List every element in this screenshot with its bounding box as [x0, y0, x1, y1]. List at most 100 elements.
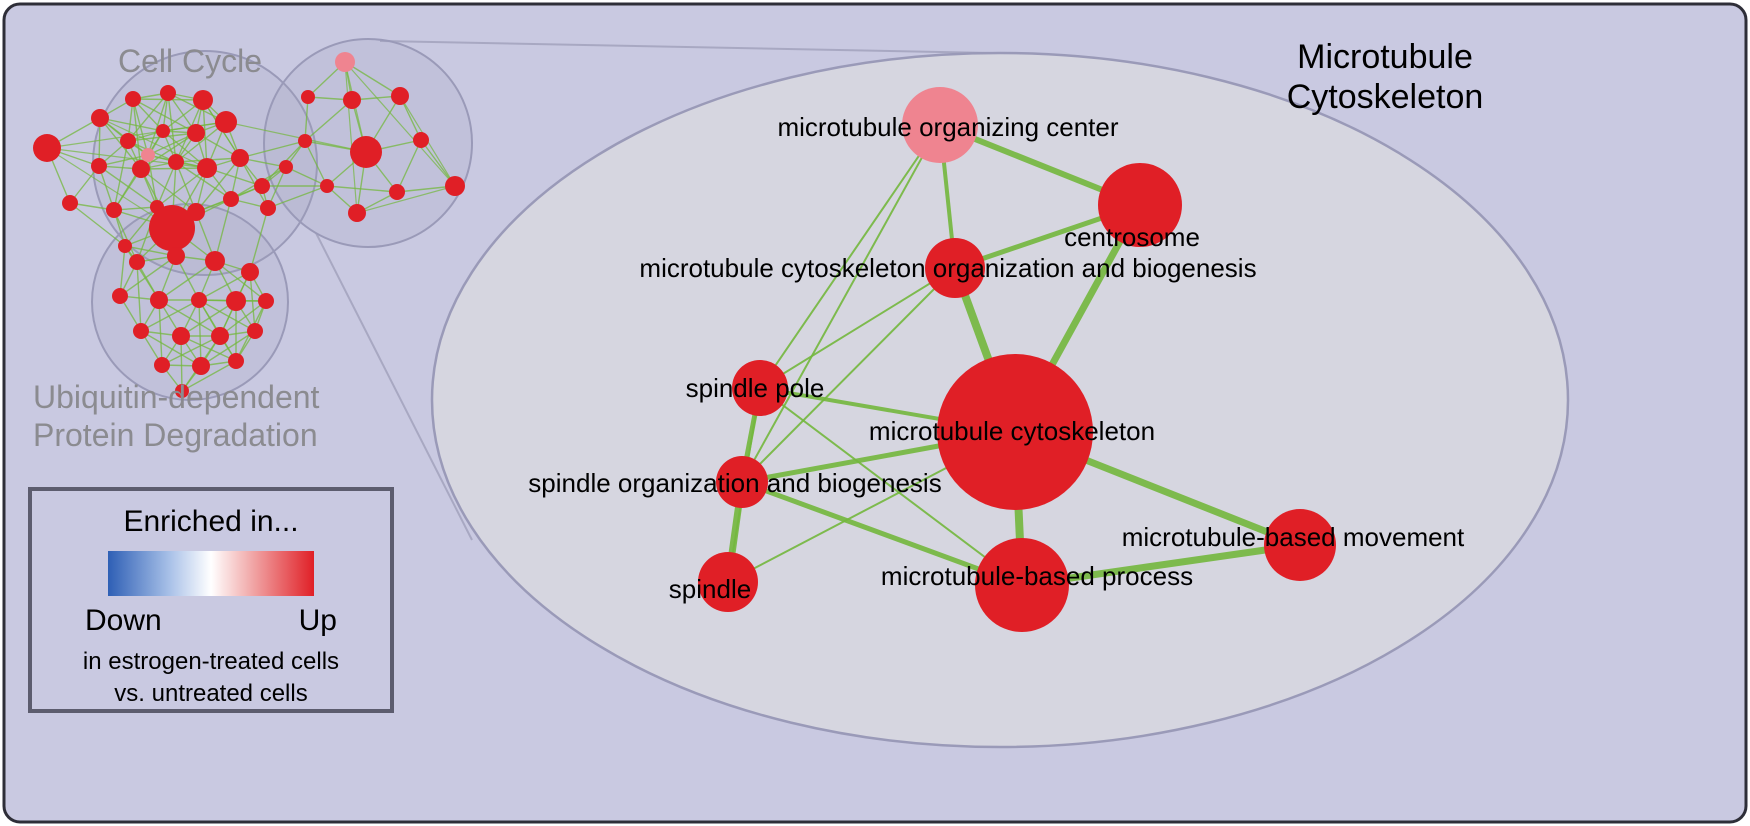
small-node	[211, 327, 229, 345]
edge-sob-mbp	[741, 479, 1023, 588]
legend-gradient-bar	[108, 551, 314, 596]
small-node	[223, 191, 239, 207]
small-node	[193, 90, 213, 110]
legend-subtitle-line2: vs. untreated cells	[114, 680, 308, 708]
small-edge	[136, 261, 142, 332]
cluster-title-microtubule-line1: Microtubule	[1297, 38, 1473, 76]
small-node	[33, 134, 61, 162]
small-edge	[344, 61, 456, 187]
node-label-sob: spindle organization and biogenesis	[528, 468, 941, 498]
node-spn	[698, 552, 758, 612]
static-labels: Cell Cycle Ubiquitin-dependent Protein D…	[33, 38, 1483, 453]
small-node	[168, 154, 184, 170]
small-map-nodes	[33, 52, 465, 398]
small-node	[149, 205, 195, 251]
small-node	[389, 184, 405, 200]
small-edge	[113, 140, 129, 211]
small-node	[260, 200, 276, 216]
small-node	[298, 134, 312, 148]
node-mc	[937, 354, 1093, 510]
small-node	[112, 288, 128, 304]
small-node	[150, 291, 168, 309]
small-node	[197, 158, 217, 178]
small-edge	[99, 117, 208, 169]
small-node	[175, 384, 189, 398]
node-moc	[902, 87, 978, 163]
small-node	[132, 160, 150, 178]
zoom-cone	[315, 40, 1041, 541]
node-label-mc: microtubule cytoskeleton	[869, 416, 1155, 446]
small-edge	[156, 161, 177, 208]
cluster-title-microtubule-line2: Cytoskeleton	[1287, 78, 1484, 116]
small-node	[247, 323, 263, 339]
small-edge	[147, 154, 158, 208]
small-edge	[119, 255, 177, 297]
node-label-spn: spindle	[669, 574, 751, 604]
cluster-label-cell-cycle: Cell Cycle	[118, 43, 262, 79]
edge-moc-sp	[759, 124, 941, 389]
legend-box: Enriched in... Down Up in estrogen-treat…	[28, 487, 394, 713]
zoom-cone-line	[379, 40, 1041, 55]
small-node	[335, 52, 355, 72]
small-node	[133, 323, 149, 339]
main-network-labels: microtubule organizing centercentrosomem…	[528, 112, 1465, 604]
small-node	[91, 109, 109, 127]
small-node	[125, 91, 141, 107]
node-label-cen: centrosome	[1064, 222, 1200, 252]
small-edge	[202, 99, 208, 169]
small-node	[141, 148, 155, 162]
legend-up-label: Up	[298, 604, 337, 637]
small-node	[231, 149, 249, 167]
small-edge	[239, 157, 269, 209]
small-edge	[140, 132, 197, 170]
small-edge	[113, 209, 138, 263]
small-edge	[344, 61, 358, 214]
node-cen	[1098, 163, 1182, 247]
node-sob	[716, 456, 768, 508]
small-edge	[195, 157, 241, 213]
small-edge	[285, 166, 328, 187]
small-node	[226, 291, 246, 311]
small-edge	[46, 147, 173, 229]
small-node	[343, 91, 361, 109]
small-node	[205, 251, 225, 271]
small-edge	[99, 117, 164, 132]
small-node	[167, 247, 185, 265]
edge-sp-mbp	[759, 387, 1023, 586]
small-node	[191, 292, 207, 308]
node-mcob	[925, 238, 985, 298]
small-node	[192, 357, 210, 375]
small-edge	[304, 99, 353, 142]
legend-subtitle: in estrogen-treated cells vs. untreated …	[32, 646, 390, 711]
small-edge	[249, 207, 269, 273]
small-edge	[156, 167, 208, 208]
legend-title: Enriched in...	[123, 505, 299, 538]
small-edge	[239, 140, 306, 159]
small-edge	[161, 335, 221, 366]
small-edge	[214, 260, 267, 302]
small-edge	[219, 300, 267, 337]
cluster-label-ubiquitin-line2: Protein Degradation	[33, 417, 318, 453]
small-edge	[304, 140, 328, 187]
cluster-label-ubiquitin-line1: Ubiquitin-dependent	[33, 379, 320, 415]
small-edge	[180, 335, 183, 392]
small-edge	[181, 360, 237, 392]
small-node	[215, 111, 237, 133]
small-edge	[356, 185, 456, 214]
edge-moc-sob	[741, 124, 941, 483]
node-sp	[732, 360, 788, 416]
small-node	[413, 132, 429, 148]
small-node	[91, 158, 107, 174]
node-label-mbm: microtubule-based movement	[1122, 522, 1465, 552]
small-node	[445, 176, 465, 196]
small-edge	[326, 185, 398, 193]
small-node	[320, 179, 334, 193]
small-node	[129, 254, 145, 270]
edge-mcob-sp	[759, 267, 956, 389]
small-node	[118, 239, 132, 253]
small-edge	[225, 121, 367, 153]
node-label-mcob: microtubule cytoskeleton organization an…	[639, 253, 1256, 283]
small-edge	[198, 299, 256, 332]
